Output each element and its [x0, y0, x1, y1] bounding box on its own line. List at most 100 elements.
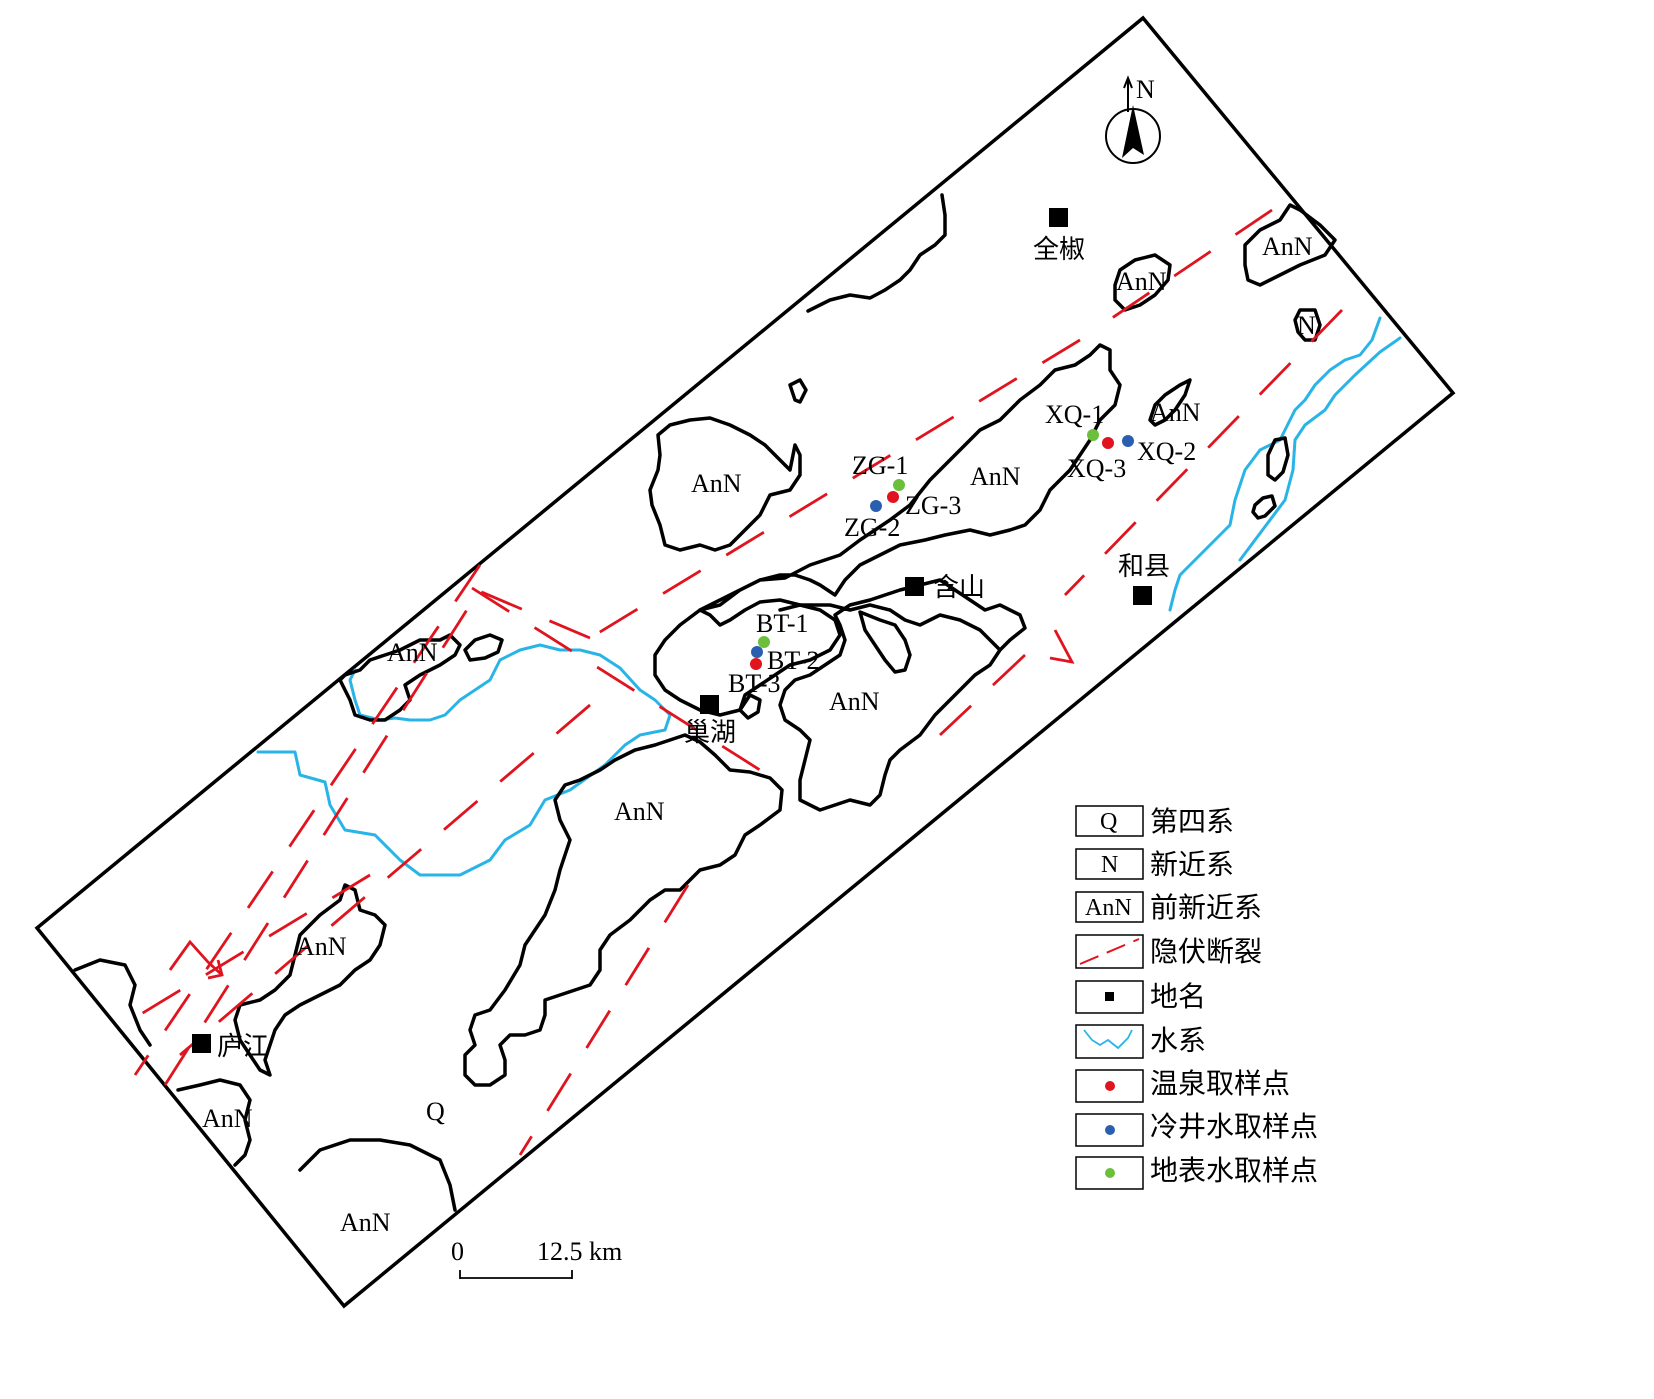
polygon-ann-central: [698, 343, 1122, 612]
sample-xq1-point: [1087, 429, 1099, 441]
fault-arrow-east: [1049, 629, 1075, 664]
polygon-small-north: [788, 378, 808, 404]
place-label-chaohu: 巢湖: [684, 718, 736, 748]
map-frame: [34, 15, 1456, 1309]
river-main: [256, 643, 672, 877]
polygon-n: [1293, 308, 1322, 342]
boundary-north: [806, 193, 947, 313]
polygon-bt-small: [738, 693, 762, 720]
unit-label-n: N: [1297, 311, 1316, 340]
legend-item-cold-well: 冷井水取样点: [1075, 1110, 1318, 1147]
legend-label-quaternary: 第四系: [1150, 805, 1234, 838]
sample-points: XQ-1 XQ-2 XQ-3 ZG-1 ZG-3 ZG-2 BT-1 BT-2 …: [728, 400, 1196, 698]
legend-label-hot-spring: 温泉取样点: [1150, 1067, 1290, 1100]
north-arrow: N: [1105, 75, 1161, 164]
legend-label-surface-water: 地表水取样点: [1150, 1154, 1318, 1187]
unit-label-ann: AnN: [202, 1104, 253, 1133]
legend-label-place: 地名: [1150, 980, 1206, 1013]
boundary-southwest: [176, 1078, 252, 1167]
polygon-ann-ne2: [1243, 203, 1337, 287]
legend-item-hot-spring: 温泉取样点: [1075, 1067, 1290, 1103]
unit-label-ann: AnN: [829, 687, 880, 716]
legend-label-pre-neogene: 前新近系: [1150, 891, 1262, 924]
unit-label-ann: AnN: [340, 1208, 391, 1237]
place-label-hanshan: 含山: [933, 573, 985, 603]
legend-label-river: 水系: [1150, 1024, 1206, 1057]
sample-label-bt2: BT-2: [767, 646, 820, 675]
fault-5: [471, 586, 761, 772]
place-marker-lujiang: [192, 1034, 211, 1053]
legend-surface-water-symbol: [1105, 1168, 1115, 1178]
legend-swatch-neogene: [1075, 848, 1144, 880]
legend-swatch-quaternary: [1075, 805, 1144, 837]
river-east: [1168, 316, 1382, 612]
legend-item-river: 水系: [1075, 1024, 1206, 1059]
legend-item-neogene: N 新近系: [1075, 848, 1234, 881]
unit-label-ann: AnN: [691, 469, 742, 498]
legend-item-fault: 隐伏断裂: [1075, 934, 1262, 969]
legend-label-neogene: 新近系: [1150, 848, 1234, 881]
polygon-ann-ne3: [1148, 378, 1192, 427]
boundary-south: [298, 1138, 457, 1212]
fault-2: [1063, 309, 1344, 596]
scale-bar-start-label: 0: [451, 1237, 464, 1266]
polygon-east-small2: [1251, 494, 1277, 520]
polygon-ann-1: [648, 416, 802, 552]
polygon-ann-main: [778, 578, 1027, 812]
sample-label-zg3: ZG-3: [905, 491, 961, 520]
unit-label-ann: AnN: [1116, 267, 1167, 296]
sample-label-xq3: XQ-3: [1067, 454, 1126, 483]
sample-bt1-point: [758, 636, 770, 648]
legend-symbol-ann: AnN: [1085, 895, 1132, 921]
place-markers: 全椒 含山 和县 巢湖 庐江: [192, 208, 1170, 1062]
polygon-ann-inner: [858, 610, 912, 674]
sample-label-zg2: ZG-2: [844, 513, 900, 542]
polygon-bt: [653, 598, 842, 717]
fault-3: [589, 338, 1081, 640]
fault-10: [518, 884, 690, 1156]
sample-bt2-point: [751, 646, 763, 658]
legend-place-symbol: [1105, 992, 1114, 1001]
sample-zg1-point: [893, 479, 905, 491]
legend-symbol-n: N: [1101, 852, 1118, 878]
sample-label-bt3: BT-3: [728, 669, 781, 698]
river-east-branch: [1238, 336, 1402, 562]
legend-item-pre-neogene: AnN 前新近系: [1075, 891, 1262, 924]
sample-label-xq2: XQ-2: [1137, 437, 1196, 466]
legend-item-place: 地名: [1075, 980, 1206, 1014]
legend-symbol-q: Q: [1100, 809, 1117, 835]
sample-xq2-point: [1122, 435, 1134, 447]
unit-label-ann: AnN: [1262, 232, 1313, 261]
north-arrow-needle: [1122, 105, 1144, 158]
river-network: [256, 316, 1402, 877]
legend: Q 第四系 N 新近系 AnN 前新近系 隐伏断裂 地名 水系: [1075, 805, 1318, 1190]
place-label-hexian: 和县: [1118, 552, 1170, 582]
sample-label-zg1: ZG-1: [852, 451, 908, 480]
polygon-small-west: [463, 633, 504, 662]
scale-bar: 0 12.5 km: [451, 1237, 622, 1279]
unit-label-q: Q: [426, 1097, 445, 1126]
sample-label-xq1: XQ-1: [1045, 400, 1104, 429]
fault-4: [471, 586, 591, 640]
polygon-lujiang: [233, 883, 387, 1077]
unit-labels: AnN AnN N AnN AnN AnN AnN AnN AnN AnN An…: [202, 232, 1316, 1237]
sample-zg3-point: [887, 491, 899, 503]
legend-river-symbol: [1083, 1029, 1133, 1050]
north-arrow-head: [1123, 75, 1133, 89]
place-label-lujiang: 庐江: [217, 1032, 269, 1062]
sample-label-bt1: BT-1: [756, 609, 809, 638]
legend-item-surface-water: 地表水取样点: [1075, 1154, 1318, 1190]
legend-swatch-pre-neogene: [1075, 891, 1144, 923]
sample-zg2-point: [870, 500, 882, 512]
fault-11: [163, 604, 472, 1086]
polygon-ann-ne1: [1113, 253, 1172, 312]
place-marker-hexian: [1133, 586, 1152, 605]
legend-item-quaternary: Q 第四系: [1075, 805, 1234, 838]
legend-cold-well-symbol: [1105, 1125, 1115, 1135]
fault-1: [1111, 208, 1273, 320]
polygon-east-small1: [1266, 436, 1290, 482]
concealed-faults: [117, 208, 1344, 1156]
place-label-quanjiao: 全椒: [1033, 235, 1085, 265]
legend-label-cold-well: 冷井水取样点: [1150, 1110, 1318, 1143]
